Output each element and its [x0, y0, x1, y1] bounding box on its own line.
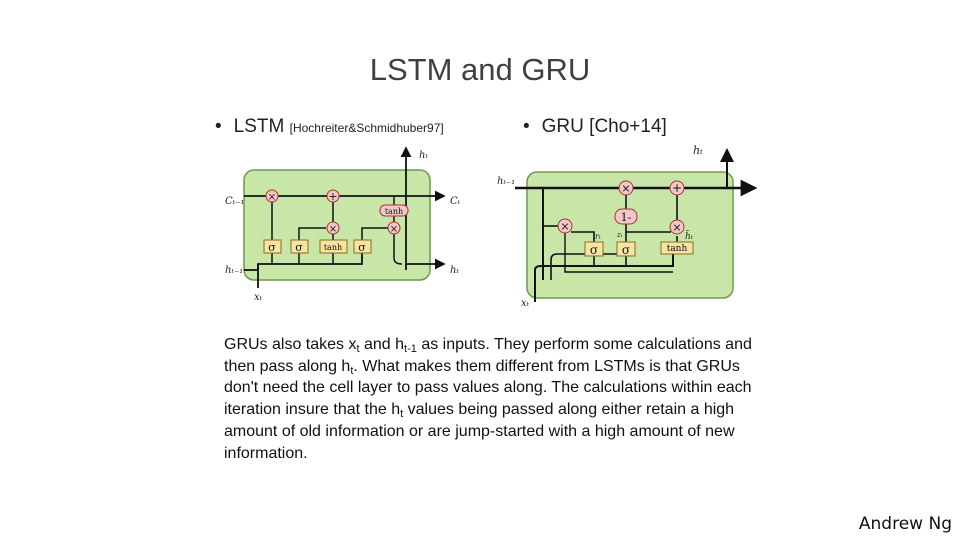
gru-x-in	[534, 252, 674, 302]
lstm-plus-symbol: +	[328, 190, 337, 203]
bullet-dot: •	[523, 116, 530, 137]
lstm-gate-label: tanh	[324, 243, 342, 252]
lstm-tanh-op	[379, 204, 409, 217]
body-part: as inputs. They perform some calculation…	[224, 336, 752, 375]
lstm-gate-label: σ	[268, 241, 276, 254]
lstm-heading: LSTM	[233, 116, 285, 137]
body-paragraph: GRUs also takes xt and ht-1 as inputs. T…	[224, 334, 754, 464]
gru-htilde-label: h̃ₜ	[685, 230, 694, 242]
bullet-dot: •	[215, 116, 222, 137]
body-part: and h	[359, 336, 405, 353]
lstm-gate-box	[319, 239, 348, 254]
lstm-output-times-op	[387, 221, 401, 235]
lstm-h-top-label: hₜ	[419, 150, 428, 161]
lstm-plus-op	[326, 189, 340, 203]
gru-citation: [Cho+14]	[589, 116, 667, 137]
gru-gate-box	[584, 241, 604, 257]
gru-top-times-op	[618, 180, 634, 196]
gru-z-label: zₜ	[616, 231, 623, 239]
lstm-output-times-symbol: ×	[390, 224, 398, 235]
gru-x-label: xₜ	[521, 298, 530, 309]
body-part: . What makes them different from LSTMs i…	[224, 357, 752, 419]
body-part: GRUs also takes x	[224, 336, 357, 353]
slide-title: LSTM and GRU	[369, 52, 591, 87]
lstm-gate-box	[290, 239, 309, 254]
gru-one-minus-label: 1-	[621, 211, 632, 224]
gru-heading: GRU	[541, 116, 584, 137]
lstm-gate-box	[353, 239, 372, 254]
lstm-input-to-times	[298, 227, 326, 240]
gru-h-in-label: hₜ₋₁	[497, 176, 515, 187]
body-subscript: t	[400, 408, 404, 421]
body-part: values being passed along either retain …	[224, 401, 735, 462]
lstm-c-in-label: Cₜ₋₁	[225, 196, 244, 207]
bullet-gru: • GRU [Cho+14]	[523, 116, 667, 138]
gru-gate-label: tanh	[667, 244, 688, 254]
gru-reset-times-symbol: ×	[560, 220, 569, 233]
gru-gate-label: σ	[590, 243, 598, 257]
gru-diagram: × + × × 1- σ σ tanh hₜ₋₁ hₜ xₜ rₜ zₜ h̃ₜ	[497, 144, 758, 309]
gru-reset-times-op	[557, 218, 573, 234]
lstm-x-label: xₜ	[254, 292, 263, 303]
lstm-forget-times-op	[265, 189, 279, 203]
lstm-tanh-op-label: tanh	[385, 207, 403, 216]
lstm-output-gate-path	[361, 227, 388, 240]
lstm-h-out-label: hₜ	[450, 265, 459, 276]
lstm-c-out-label: Cₜ	[450, 196, 461, 207]
lstm-gate-box	[263, 239, 282, 254]
lstm-diagram: × + × × tanh σ σ tanh σ Cₜ₋₁ Cₜ hₜ hₜ₋₁ …	[225, 146, 461, 303]
gru-r-to-times	[571, 231, 595, 242]
gru-update-times-symbol: ×	[672, 221, 681, 234]
gru-bus-2	[550, 253, 625, 280]
lstm-gate-label: σ	[295, 241, 303, 254]
body-subscript: t	[356, 343, 360, 355]
gru-update-times-op	[669, 219, 685, 235]
gru-plus-symbol: +	[672, 181, 682, 195]
gru-top-times-symbol: ×	[621, 182, 630, 195]
body-subscript: t-1	[404, 343, 417, 355]
lstm-times-out	[393, 234, 403, 265]
bullet-lstm: • LSTM [Hochreiter&Schmidhuber97]	[215, 116, 444, 138]
lstm-input-times-op	[326, 221, 340, 235]
gru-one-minus-op	[614, 208, 638, 225]
lstm-input-times-symbol: ×	[329, 224, 337, 235]
lstm-citation: [Hochreiter&Schmidhuber97]	[289, 121, 444, 135]
gru-gate-box	[616, 241, 636, 257]
gru-r-label: rₜ	[595, 232, 601, 241]
gru-h-out-label: hₜ	[693, 144, 703, 157]
author-name: Andrew Ng	[858, 514, 952, 534]
gru-times-to-tanh	[564, 232, 673, 273]
lstm-gate-label: σ	[358, 241, 366, 254]
gru-plus-op	[669, 180, 685, 196]
lstm-forget-times-symbol: ×	[268, 192, 276, 203]
body-subscript: t	[350, 364, 354, 377]
gru-gate-label: σ	[622, 243, 630, 257]
gru-gate-box	[660, 241, 694, 255]
lstm-h-in-label: hₜ₋₁	[225, 265, 243, 276]
